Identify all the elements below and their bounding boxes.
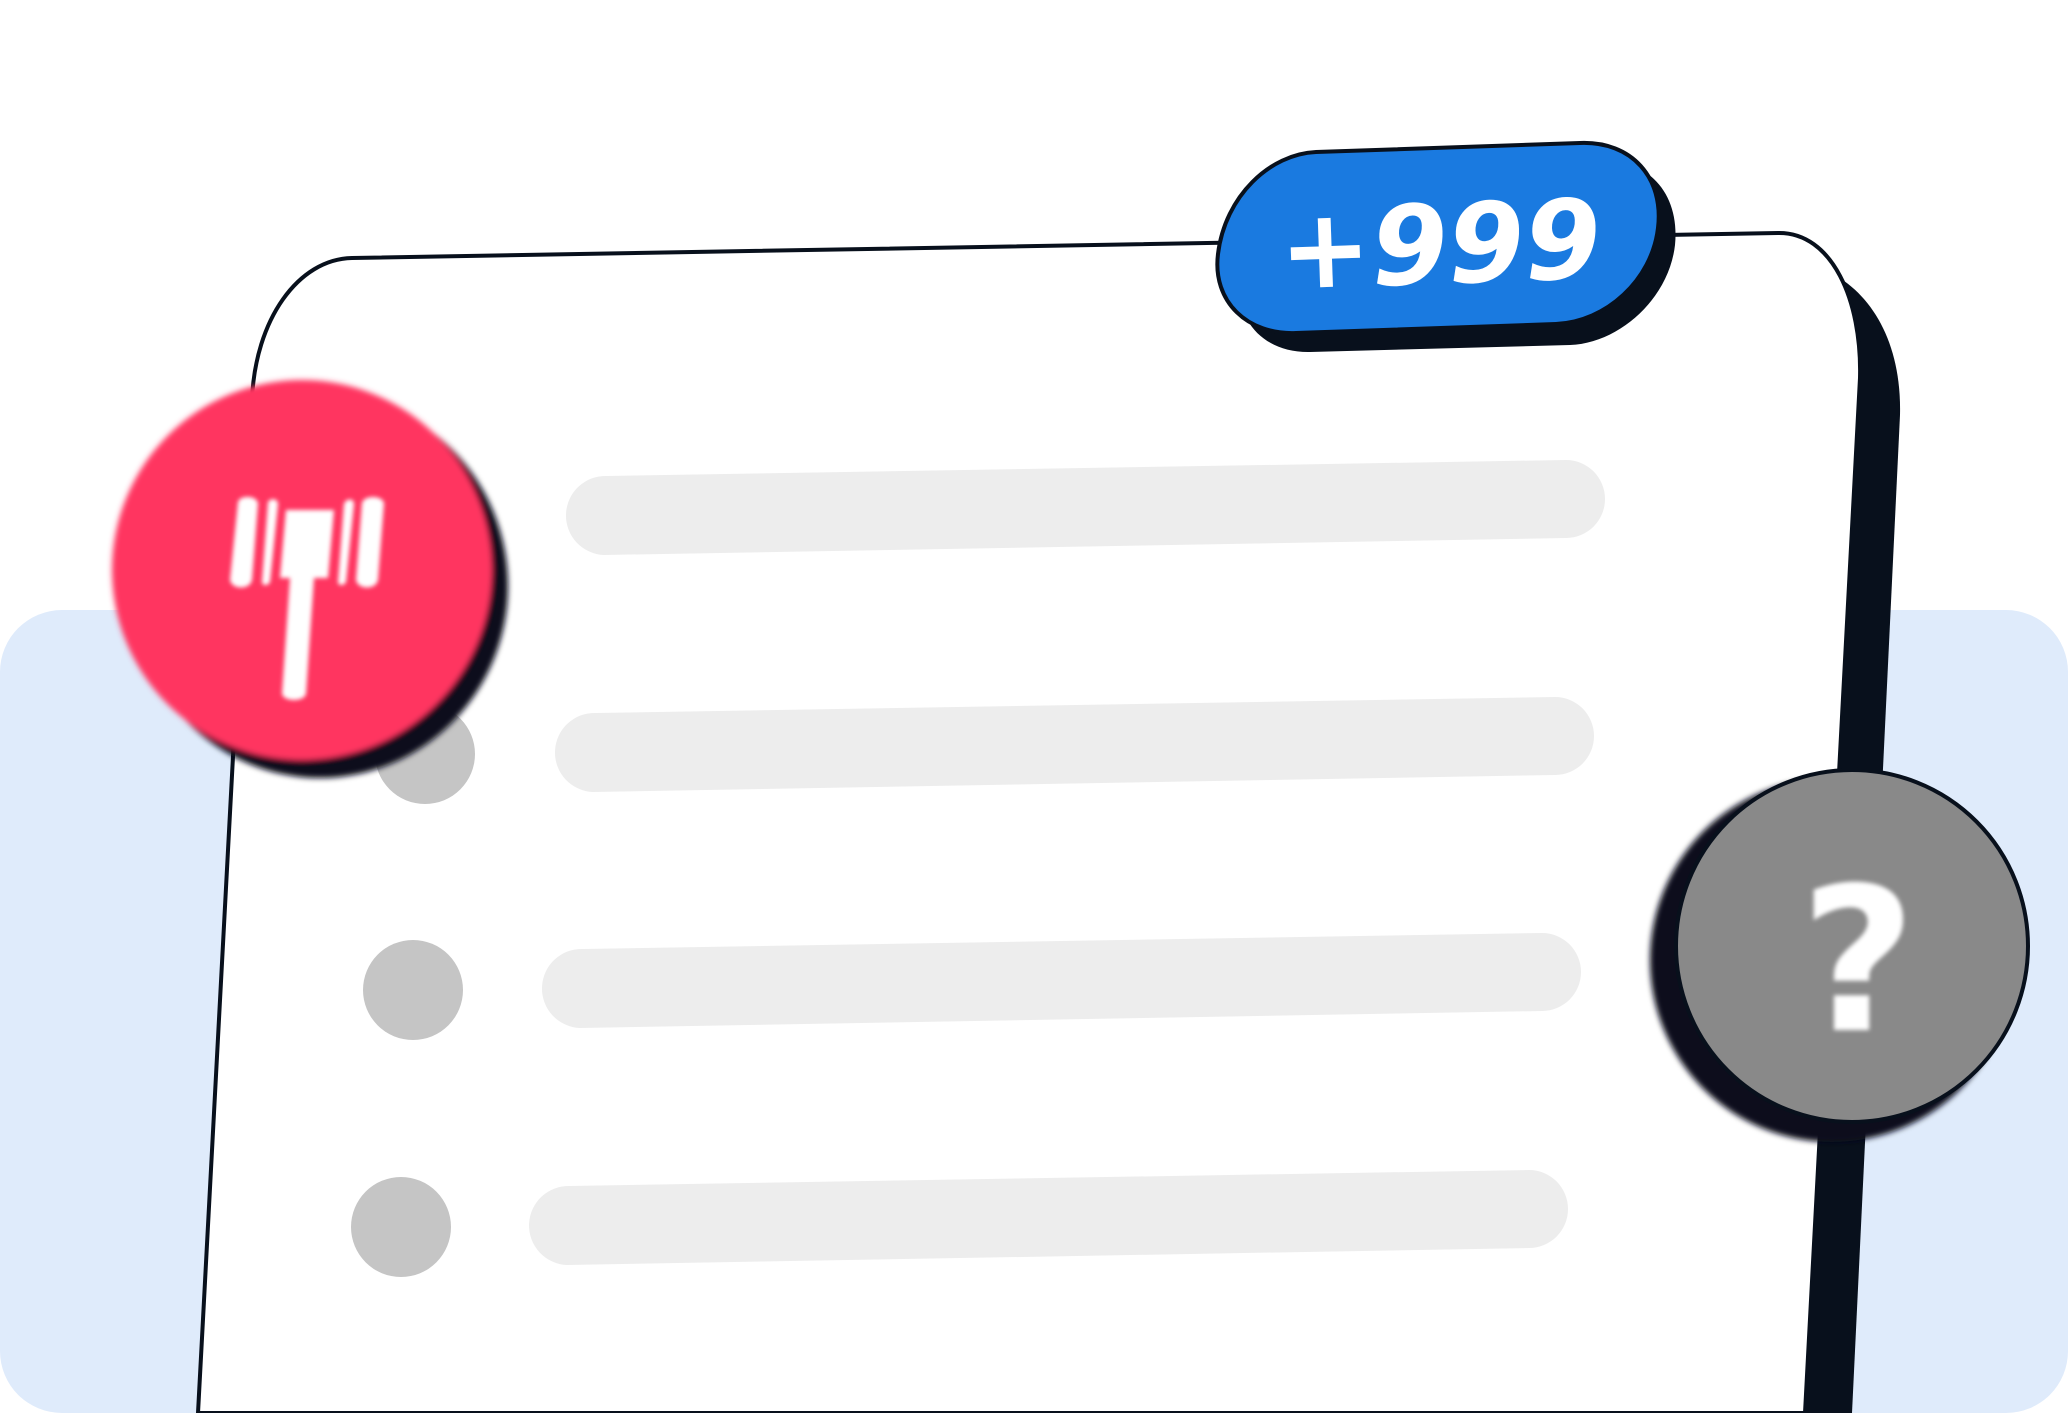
help-bubble-face (1674, 768, 2030, 1124)
text-placeholder (565, 460, 1606, 555)
row-bullet (351, 1177, 451, 1277)
row-bullet (363, 940, 463, 1040)
text-placeholder (529, 1170, 1568, 1265)
question-mark-icon: ? (1800, 845, 1916, 1078)
text-placeholder (541, 933, 1581, 1028)
badge-count-text: +999 (1277, 175, 1603, 314)
text-placeholder (554, 697, 1594, 792)
gavel-icon (230, 496, 384, 700)
count-badge: +999 (1215, 140, 1676, 353)
